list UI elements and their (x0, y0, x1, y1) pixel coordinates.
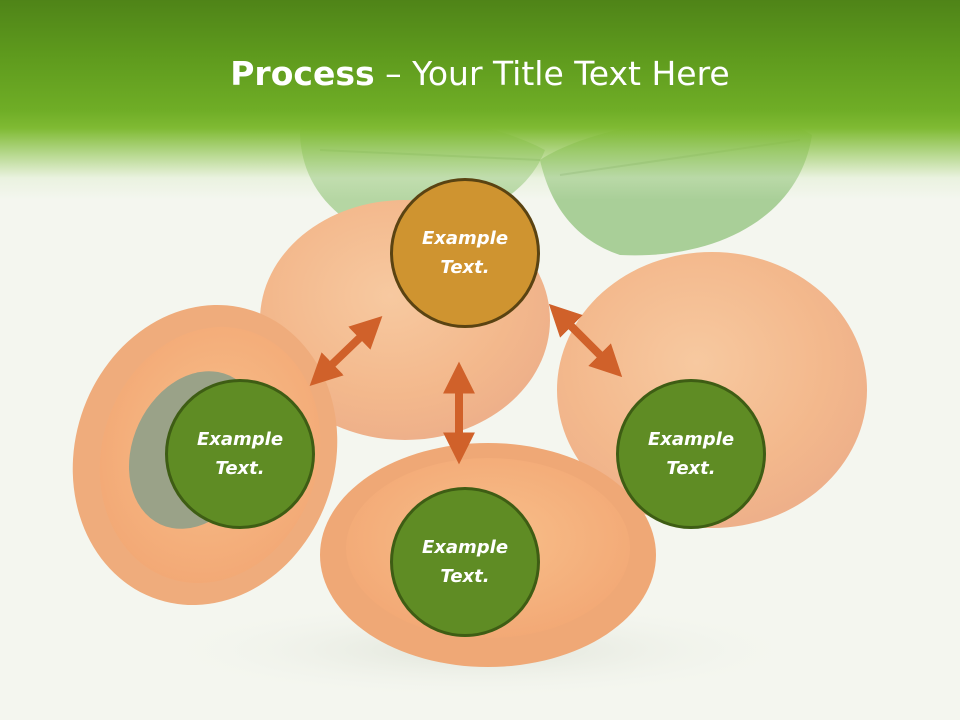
left-node-line1: Example (196, 429, 284, 450)
title-bold-text: Process (230, 54, 375, 93)
right-node[interactable]: Example Text. (616, 379, 766, 529)
left-node-line2: Text. (215, 458, 265, 479)
center-node[interactable]: Example Text. (390, 178, 540, 328)
title-rest-text: – Your Title Text Here (374, 54, 730, 93)
page-title: Process – Your Title Text Here (0, 52, 960, 96)
bottom-node[interactable]: Example Text. (390, 487, 540, 637)
bottom-node-line2: Text. (440, 566, 490, 587)
bottom-node-line1: Example (421, 537, 509, 558)
center-node-line2: Text. (440, 257, 490, 278)
double-arrow-center-right (548, 303, 623, 378)
left-node[interactable]: Example Text. (165, 379, 315, 529)
right-node-line2: Text. (666, 458, 716, 479)
double-arrow-center-left (309, 316, 383, 386)
center-node-line1: Example (421, 228, 509, 249)
right-node-line1: Example (647, 429, 735, 450)
header-bar (0, 0, 960, 200)
